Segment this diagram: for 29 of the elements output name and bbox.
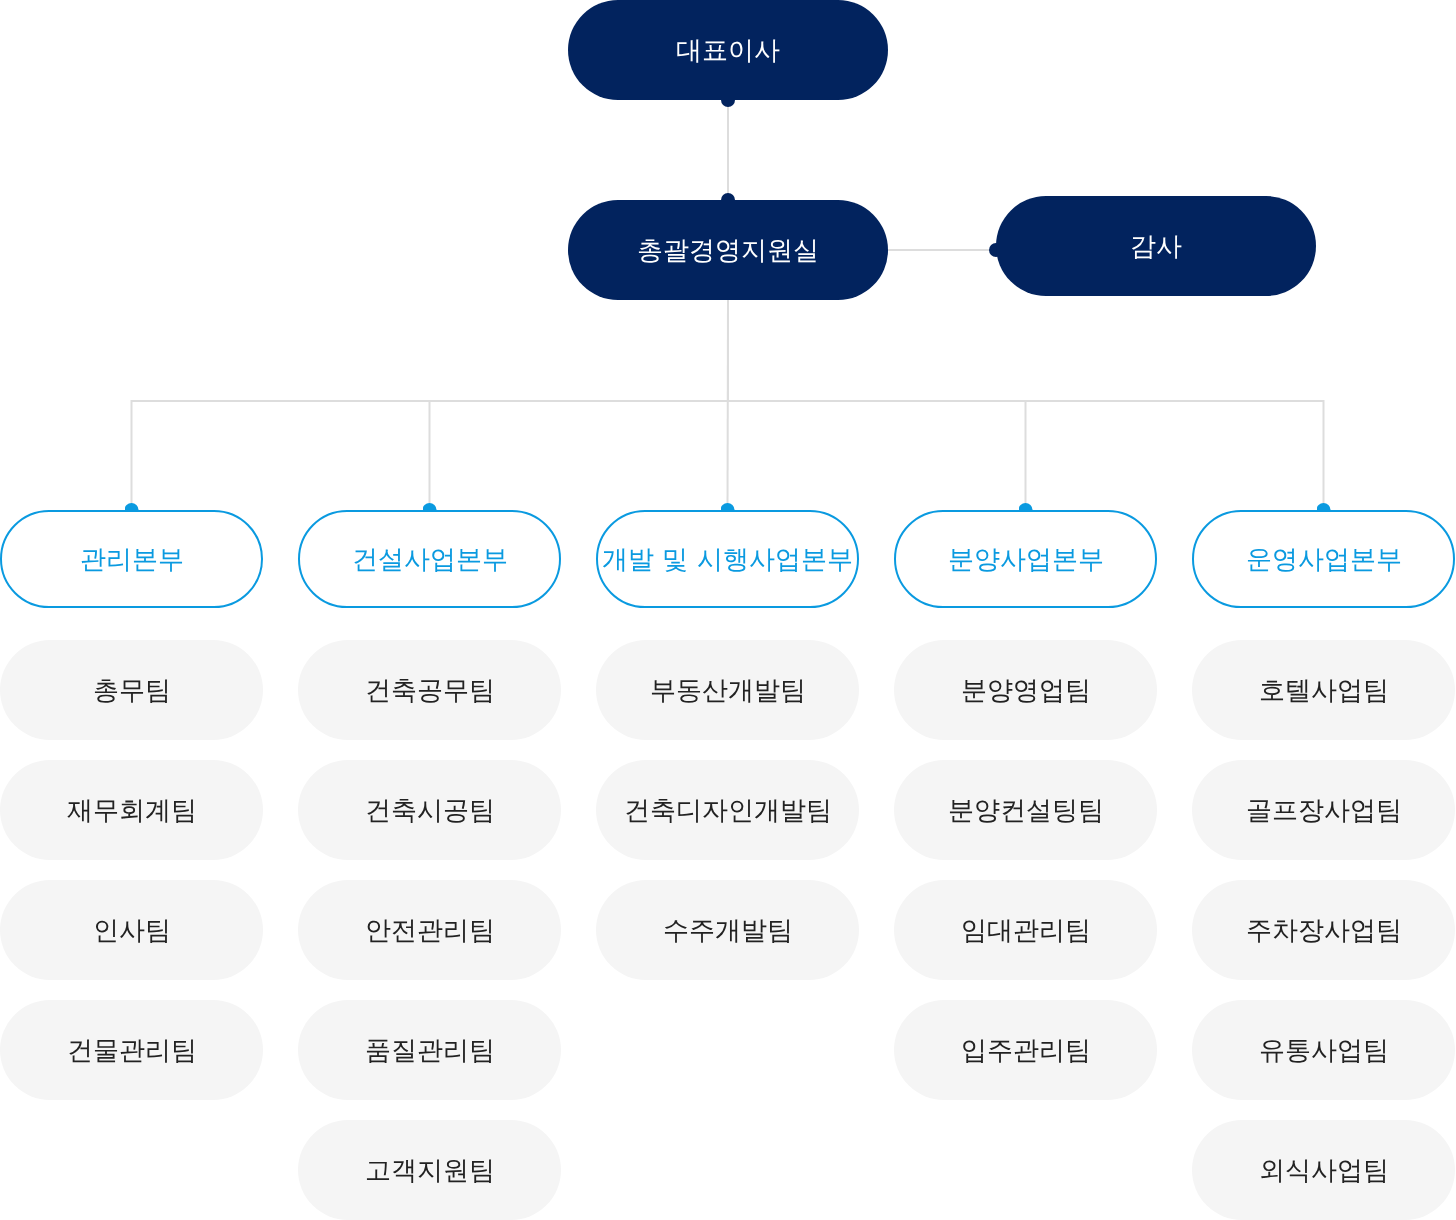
team-pill: 수주개발팀 — [596, 880, 859, 980]
team-pill: 외식사업팀 — [1192, 1120, 1455, 1220]
division-pill: 운영사업본부 — [1192, 510, 1455, 608]
division-pill: 분양사업본부 — [894, 510, 1157, 608]
team-pill: 분양영업팀 — [894, 640, 1157, 740]
team-pill: 안전관리팀 — [298, 880, 561, 980]
team-pill: 주차장사업팀 — [1192, 880, 1455, 980]
team-pill: 분양컨설팅팀 — [894, 760, 1157, 860]
team-pill: 부동산개발팀 — [596, 640, 859, 740]
team-pill: 고객지원팀 — [298, 1120, 561, 1220]
team-pill: 유통사업팀 — [1192, 1000, 1455, 1100]
division-pill: 개발 및 시행사업본부 — [596, 510, 859, 608]
team-pill: 건축공무팀 — [298, 640, 561, 740]
team-pill: 임대관리팀 — [894, 880, 1157, 980]
division-pill: 건설사업본부 — [298, 510, 561, 608]
team-pill: 총무팀 — [0, 640, 263, 740]
team-pill: 인사팀 — [0, 880, 263, 980]
team-pill: 건물관리팀 — [0, 1000, 263, 1100]
team-pill: 재무회계팀 — [0, 760, 263, 860]
executive-pill: 감사 — [996, 196, 1316, 296]
team-pill: 건축디자인개발팀 — [596, 760, 859, 860]
team-pill: 호텔사업팀 — [1192, 640, 1455, 740]
division-pill: 관리본부 — [0, 510, 263, 608]
team-pill: 건축시공팀 — [298, 760, 561, 860]
team-pill: 품질관리팀 — [298, 1000, 561, 1100]
executive-pill: 대표이사 — [568, 0, 888, 100]
team-pill: 입주관리팀 — [894, 1000, 1157, 1100]
team-pill: 골프장사업팀 — [1192, 760, 1455, 860]
executive-pill: 총괄경영지원실 — [568, 200, 888, 300]
